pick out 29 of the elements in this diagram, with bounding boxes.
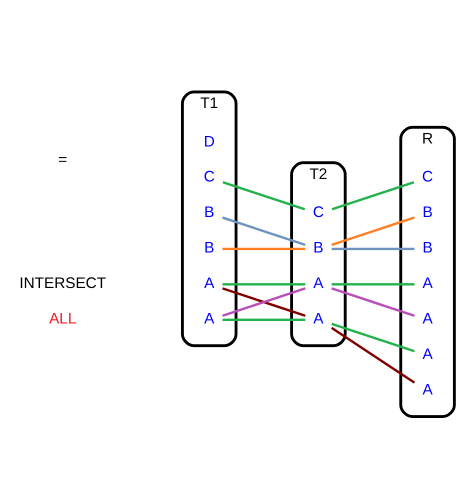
node-text: B <box>422 204 433 221</box>
connector <box>222 286 306 316</box>
node-text: A <box>422 310 433 327</box>
node-text: B <box>204 204 214 221</box>
node-text: D <box>204 132 215 150</box>
node-text: A <box>204 310 214 327</box>
node-text: A <box>313 274 324 292</box>
connector <box>332 247 414 250</box>
node-text: B <box>422 239 433 256</box>
node-text: B <box>313 239 324 256</box>
label: = <box>58 150 68 168</box>
node-text: A <box>422 380 433 398</box>
node-text: A <box>204 274 214 292</box>
connector <box>222 180 306 210</box>
connector <box>222 282 306 286</box>
label: INTERSECT <box>19 274 106 292</box>
connector <box>332 282 414 286</box>
connector <box>331 326 416 384</box>
node-text: A <box>422 274 433 292</box>
node-text: C <box>204 168 215 186</box>
connector <box>222 216 306 246</box>
label: ALL <box>49 310 76 327</box>
connector <box>222 247 306 250</box>
node-text: C <box>312 204 324 221</box>
connector <box>222 318 306 320</box>
node-text: A <box>422 345 433 362</box>
node-text: C <box>422 168 434 186</box>
node-text: A <box>313 310 324 327</box>
node-text: B <box>204 239 214 256</box>
